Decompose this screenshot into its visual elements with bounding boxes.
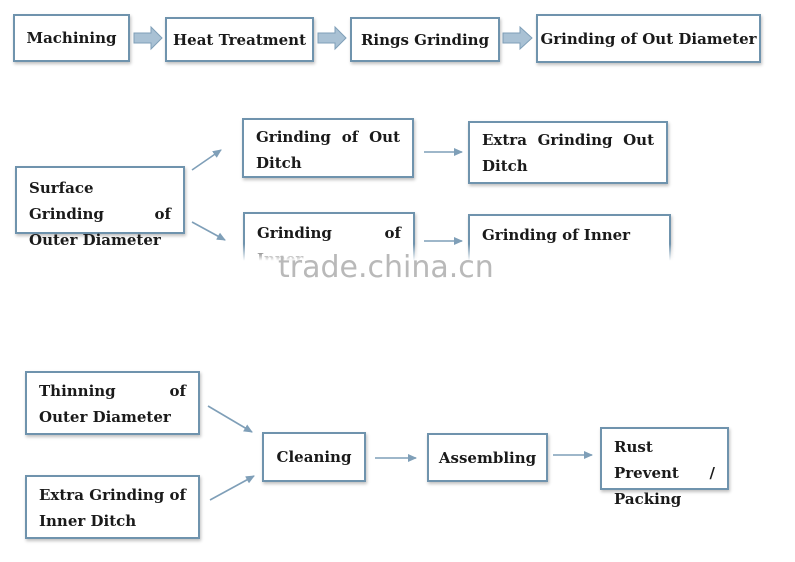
assembling-label: Assembling <box>438 448 537 467</box>
assembling-box: Assembling <box>427 433 548 482</box>
watermark-text: trade.china.cn <box>278 250 494 285</box>
watermark-fade <box>238 244 688 292</box>
cleaning-box: Cleaning <box>262 432 366 482</box>
arrow-surface-to-out-ditch <box>191 149 222 171</box>
block-arrow-3 <box>502 25 533 51</box>
rust-prevent-packing-box: Rust Prevent / Packing <box>600 427 729 508</box>
extra-grinding-out-ditch-box: Extra Grinding Out Ditch <box>468 121 668 184</box>
surface-grinding-label: Surface Grinding of Outer Diameter <box>29 179 171 249</box>
rings-grinding-box: Rings Grinding <box>350 17 500 62</box>
cleaning-label: Cleaning <box>276 448 352 466</box>
thinning-outer-diameter-label: Thinning of Outer Diameter <box>39 382 186 426</box>
grinding-out-ditch-label: Grinding of Out Ditch <box>256 128 400 172</box>
heat-treatment-box: Heat Treatment <box>165 17 314 62</box>
grinding-out-diameter-box: Grinding of Out Diameter <box>536 14 761 63</box>
extra-grinding-inner-ditch-label: Extra Grinding of Inner Ditch <box>39 486 186 530</box>
arrow-thinning-to-cleaning <box>207 405 253 433</box>
arrow-extra-inner-to-cleaning <box>209 475 255 501</box>
grinding-out-ditch-box: Grinding of Out Ditch <box>242 118 414 178</box>
surface-grinding-box: Surface Grinding of Outer Diameter <box>15 166 185 249</box>
grinding-out-diameter-label: Grinding of Out Diameter <box>540 29 757 48</box>
block-arrow-2 <box>317 25 347 51</box>
extra-grinding-out-ditch-label: Extra Grinding Out Ditch <box>482 131 654 175</box>
machining-label: Machining <box>26 29 117 47</box>
rust-prevent-packing-label: Rust Prevent / Packing <box>614 438 715 508</box>
arrow-surface-to-inner <box>191 221 226 241</box>
extra-grinding-inner-ditch-box: Extra Grinding of Inner Ditch <box>25 475 200 539</box>
machining-box: Machining <box>13 14 130 62</box>
rings-grinding-label: Rings Grinding <box>360 30 490 49</box>
block-arrow-1 <box>133 25 163 51</box>
grinding-of-inner-label: Grinding of Inner <box>482 226 631 244</box>
thinning-outer-diameter-box: Thinning of Outer Diameter <box>25 371 200 435</box>
heat-treatment-label: Heat Treatment <box>173 30 307 49</box>
